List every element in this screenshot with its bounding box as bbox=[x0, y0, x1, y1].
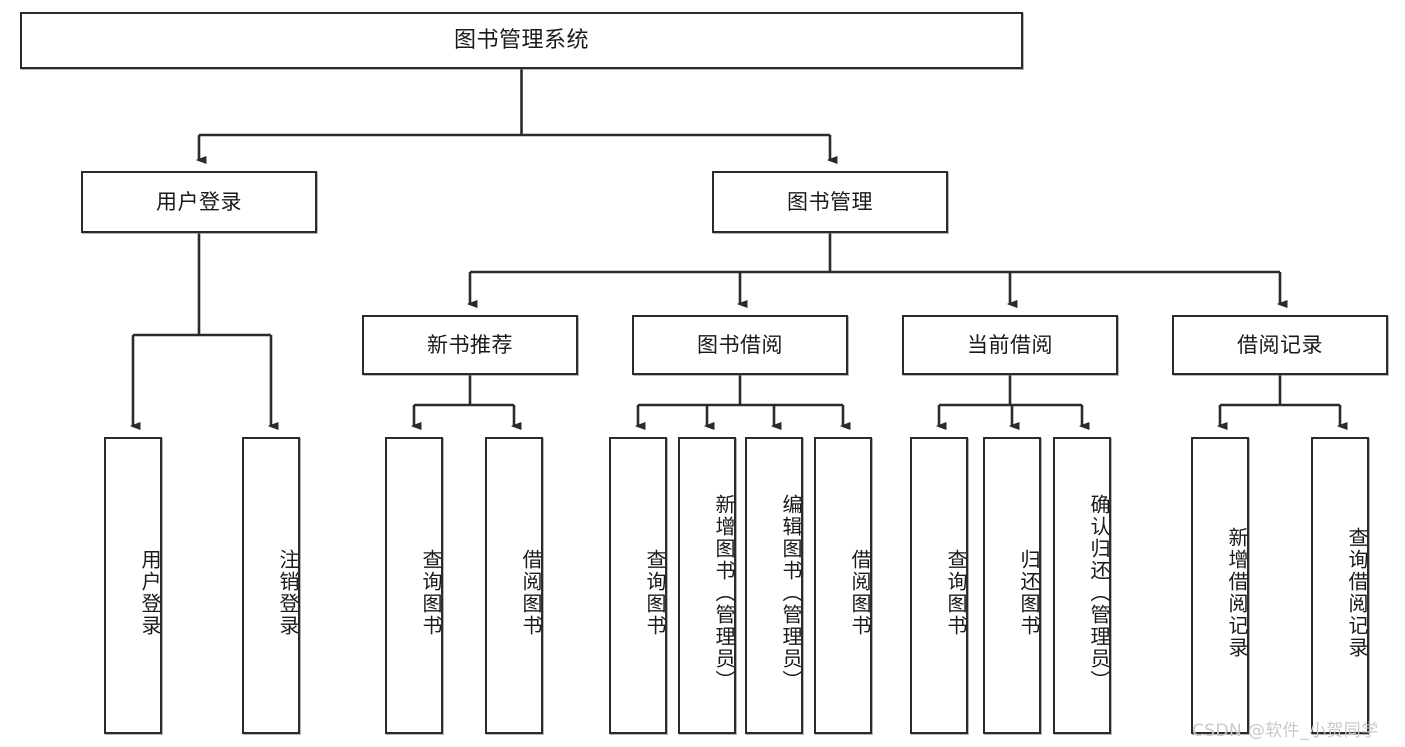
leaf-borrow-book-recommend-label: 借阅图书 bbox=[519, 548, 543, 637]
node-user-login-label: 用户登录 bbox=[156, 189, 242, 214]
leaf-logout-label: 注销登录 bbox=[276, 548, 300, 637]
leaf-query-book-current[interactable]: 查询图书 bbox=[910, 437, 968, 734]
leaf-query-book-borrow-label: 查询图书 bbox=[643, 548, 667, 637]
leaf-borrow-book-label: 借阅图书 bbox=[848, 548, 872, 637]
leaf-add-book-admin-label: 新增图书（管理员） bbox=[712, 493, 736, 692]
node-current-borrow-label: 当前借阅 bbox=[967, 332, 1053, 357]
leaf-user-login[interactable]: 用户登录 bbox=[104, 437, 162, 734]
leaf-add-borrow-record-label: 新增借阅记录 bbox=[1225, 526, 1249, 659]
leaf-logout[interactable]: 注销登录 bbox=[242, 437, 300, 734]
leaf-borrow-book-recommend[interactable]: 借阅图书 bbox=[485, 437, 543, 734]
leaf-query-book-recommend-label: 查询图书 bbox=[419, 548, 443, 637]
node-new-book-recommend-label: 新书推荐 bbox=[427, 332, 513, 357]
node-book-management[interactable]: 图书管理 bbox=[712, 171, 948, 233]
leaf-borrow-book[interactable]: 借阅图书 bbox=[814, 437, 872, 734]
leaf-return-book[interactable]: 归还图书 bbox=[983, 437, 1041, 734]
node-book-borrow-label: 图书借阅 bbox=[697, 332, 783, 357]
leaf-edit-book-admin[interactable]: 编辑图书（管理员） bbox=[745, 437, 803, 734]
leaf-query-book-recommend[interactable]: 查询图书 bbox=[385, 437, 443, 734]
node-borrow-record-label: 借阅记录 bbox=[1237, 332, 1323, 357]
leaf-query-book-current-label: 查询图书 bbox=[944, 548, 968, 637]
leaf-query-borrow-record-label: 查询借阅记录 bbox=[1345, 526, 1369, 659]
node-book-borrow[interactable]: 图书借阅 bbox=[632, 315, 848, 375]
node-user-login[interactable]: 用户登录 bbox=[81, 171, 317, 233]
node-current-borrow[interactable]: 当前借阅 bbox=[902, 315, 1118, 375]
leaf-confirm-return-admin[interactable]: 确认归还（管理员） bbox=[1053, 437, 1111, 734]
leaf-add-borrow-record[interactable]: 新增借阅记录 bbox=[1191, 437, 1249, 734]
leaf-query-book-borrow[interactable]: 查询图书 bbox=[609, 437, 667, 734]
csdn-watermark: CSDN @软件_小贺同学 bbox=[1192, 721, 1379, 741]
leaf-user-login-label: 用户登录 bbox=[138, 548, 162, 637]
leaf-add-book-admin[interactable]: 新增图书（管理员） bbox=[678, 437, 736, 734]
node-new-book-recommend[interactable]: 新书推荐 bbox=[362, 315, 578, 375]
node-root[interactable]: 图书管理系统 bbox=[20, 12, 1023, 69]
leaf-query-borrow-record[interactable]: 查询借阅记录 bbox=[1311, 437, 1369, 734]
leaf-return-book-label: 归还图书 bbox=[1017, 548, 1041, 637]
leaf-edit-book-admin-label: 编辑图书（管理员） bbox=[779, 493, 803, 692]
leaf-confirm-return-admin-label: 确认归还（管理员） bbox=[1087, 493, 1111, 692]
node-root-label: 图书管理系统 bbox=[453, 27, 589, 53]
node-borrow-record[interactable]: 借阅记录 bbox=[1172, 315, 1388, 375]
node-book-management-label: 图书管理 bbox=[787, 189, 873, 214]
